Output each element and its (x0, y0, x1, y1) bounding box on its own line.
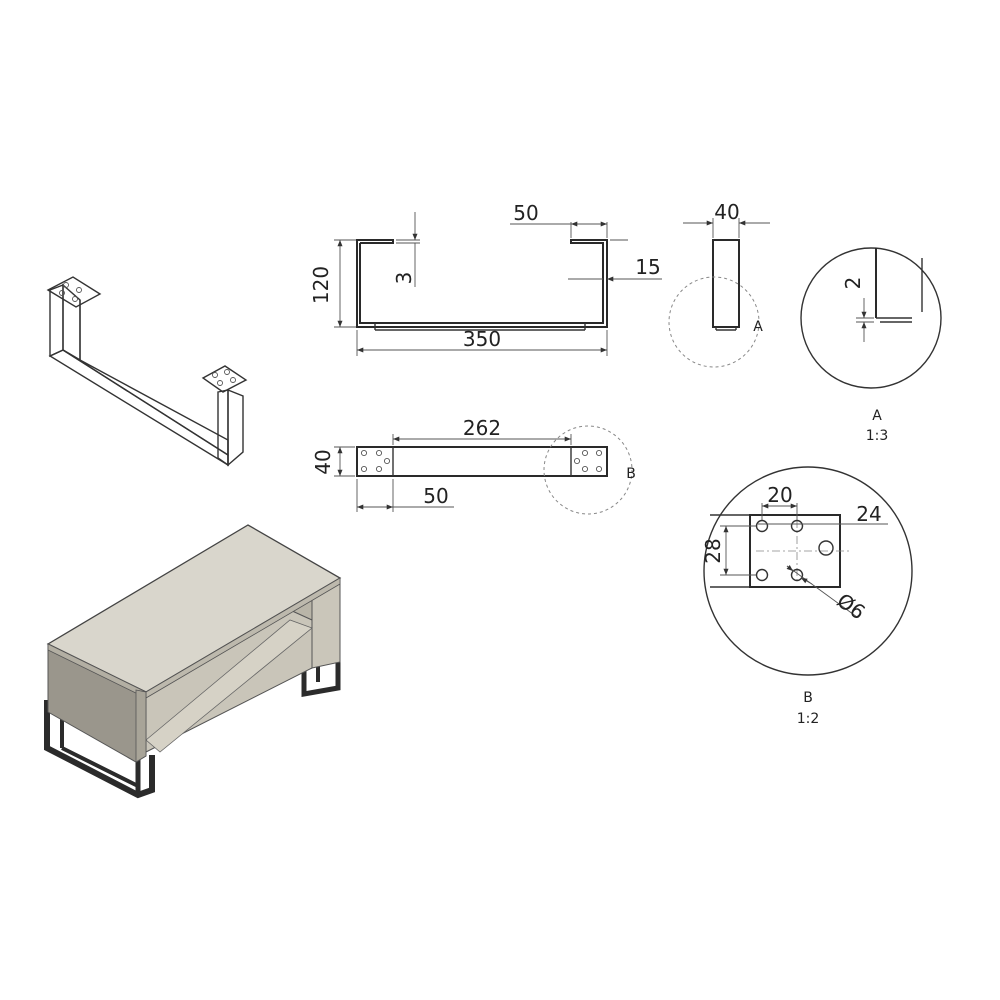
dim-top-inner-length: 262 (392, 416, 572, 445)
detail-b-label: B (803, 690, 813, 706)
dim-detail-b-hole-label: Ø6 (833, 588, 870, 624)
dim-detail-b-spacing-y-label: 28 (701, 538, 725, 563)
dim-front-thickness-label: 3 (392, 272, 416, 285)
detail-a-label: A (872, 408, 882, 424)
dim-detail-b-offset-label: 24 (856, 502, 881, 526)
dim-front-flange: 50 (510, 201, 608, 238)
dim-top-inner-length-label: 262 (463, 416, 501, 440)
dim-top-width: 40 (311, 446, 355, 477)
dim-top-width-label: 40 (311, 449, 335, 474)
dim-detail-b-spacing-x-label: 20 (767, 483, 792, 507)
dim-side-width: 40 (683, 200, 770, 238)
dim-detail-b-offset: 24 (758, 502, 888, 526)
side-view: A (668, 239, 763, 368)
dim-front-flange-height-label: 15 (635, 255, 660, 279)
dim-front-length-label: 350 (463, 327, 501, 351)
dim-top-flange: 50 (356, 479, 454, 512)
detail-a-scale: 1:3 (866, 428, 889, 444)
dim-front-flange-height: 15 (568, 239, 662, 282)
detail-a-marker: A (753, 319, 763, 335)
dim-front-length: 350 (356, 327, 608, 356)
dim-detail-b-spacing-x: 20 (761, 483, 798, 520)
dim-top-flange-label: 50 (423, 484, 448, 508)
dim-front-height: 120 (309, 239, 356, 328)
dim-detail-b-spacing-y: 28 (701, 525, 756, 576)
detail-b-marker: B (626, 466, 636, 482)
top-view: B (356, 425, 636, 515)
dim-detail-a-gap-label: 2 (841, 277, 865, 290)
isometric-table-view (44, 524, 342, 799)
front-view (356, 239, 608, 331)
isometric-leg-view (46, 276, 248, 467)
dim-front-height-label: 120 (309, 266, 333, 304)
dim-side-width-label: 40 (714, 200, 739, 224)
detail-b: B 1:2 (703, 466, 913, 727)
dim-detail-b-hole: Ø6 (786, 565, 870, 624)
dim-front-flange-label: 50 (513, 201, 538, 225)
dim-front-thickness: 3 (392, 212, 420, 287)
detail-b-scale: 1:2 (797, 711, 820, 727)
detail-a: 2 A 1:3 (800, 247, 942, 444)
